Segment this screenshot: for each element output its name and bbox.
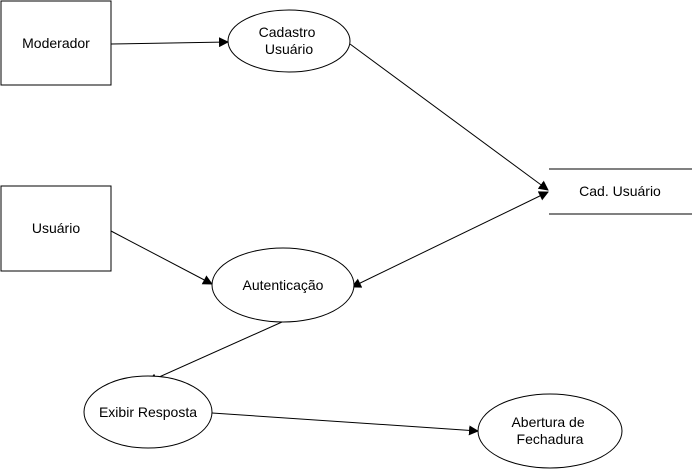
process-autenticacao-shape [211,247,355,323]
datastore-cad-usuario-label: Cad. Usuário [579,183,661,199]
flow-usuario-to-autenticacao [110,230,213,285]
entity-moderador: Moderador [0,0,112,86]
datastore-cad-usuario: Cad. Usuário [549,168,692,215]
flow-moderador-to-cadastro [110,37,229,48]
process-abertura-fechadura-shape [477,393,623,469]
flows [110,37,549,436]
process-cadastro-usuario-line-1: Cadastro [259,24,316,40]
process-cadastro-usuario-label: Cadastro Usuário [259,24,320,57]
flow-cadastro-to-cad-usuario [349,43,549,191]
process-abertura-fechadura-line-2: Fechadura [517,431,584,447]
process-abertura-fechadura-line-1: Abertura de [511,414,584,430]
process-exibir-resposta: Exibir Resposta [83,375,213,449]
flow-autenticacao-to-exibir [147,321,283,383]
process-exibir-resposta-label: Exibir Resposta [99,404,197,420]
entity-usuario: Usuário [0,185,112,272]
flow-autenticacao-cad-usuario-bidirectional [351,191,549,288]
process-cadastro-usuario-shape [227,9,351,73]
process-cadastro-usuario: Cadastro Usuário [227,9,351,73]
entity-moderador-box [0,0,112,86]
entity-moderador-label: Moderador [22,35,90,51]
entity-usuario-label: Usuário [32,220,80,236]
process-abertura-fechadura-label: Abertura de Fechadura [511,414,588,447]
process-autenticacao-label: Autenticação [243,277,324,293]
process-cadastro-usuario-line-2: Usuário [265,41,313,57]
entity-usuario-box [0,185,112,272]
flow-exibir-to-abertura [211,412,479,436]
process-abertura-fechadura: Abertura de Fechadura [477,393,623,469]
process-autenticacao: Autenticação [211,247,355,323]
process-exibir-resposta-shape [83,375,213,449]
